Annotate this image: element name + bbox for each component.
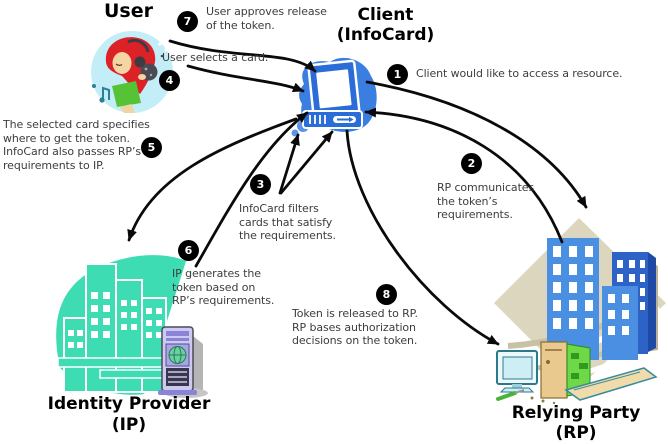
user-node-title: User	[104, 0, 153, 22]
step-4-label: User selects a card.	[162, 51, 269, 64]
blue-buildings-with-computer-icon	[494, 218, 666, 405]
step-2-label: RP communicates the token’s requirements…	[437, 181, 535, 221]
step-5-badge: 5	[141, 137, 162, 158]
step-3-label: InfoCard filters cards that satisfy the …	[239, 202, 336, 242]
flow-arrows	[127, 39, 588, 346]
step-7-badge: 7	[177, 11, 198, 32]
step-7-label: User approves release of the token.	[206, 5, 327, 32]
arrow-step-3a	[278, 133, 300, 195]
arrow-step-4	[186, 64, 305, 93]
step-8-label: Token is released to RP. RP bases author…	[292, 307, 418, 347]
step-6-badge: 6	[178, 240, 199, 261]
client-node-title: Client (InfoCard)	[336, 5, 435, 45]
step-8-badge: 8	[376, 284, 397, 305]
arrow-step-1	[365, 80, 588, 209]
step-1-badge: 1	[387, 64, 408, 85]
step-2-badge: 2	[461, 153, 482, 174]
step-1-label: Client would like to access a resource.	[416, 67, 623, 80]
client-computer-icon	[291, 57, 377, 137]
arrow-step-7	[168, 39, 317, 73]
arrow-step-6	[194, 111, 309, 268]
step-3-badge: 3	[250, 174, 271, 195]
step-4-badge: 4	[159, 70, 180, 91]
teal-building-with-server-icon	[56, 255, 208, 398]
arrow-step-3b	[279, 130, 334, 195]
arrow-step-2	[364, 107, 564, 244]
relying-party-node-title: Relying Party (RP)	[511, 403, 641, 443]
arrow-step-5	[127, 117, 298, 242]
step-5-label: The selected card specifies where to get…	[3, 118, 150, 172]
step-6-label: IP generates the token based on RP’s req…	[172, 267, 275, 307]
user-avatar-icon	[91, 31, 173, 113]
identity-provider-node-title: Identity Provider (IP)	[47, 394, 211, 435]
arrow-step-8	[345, 129, 500, 346]
